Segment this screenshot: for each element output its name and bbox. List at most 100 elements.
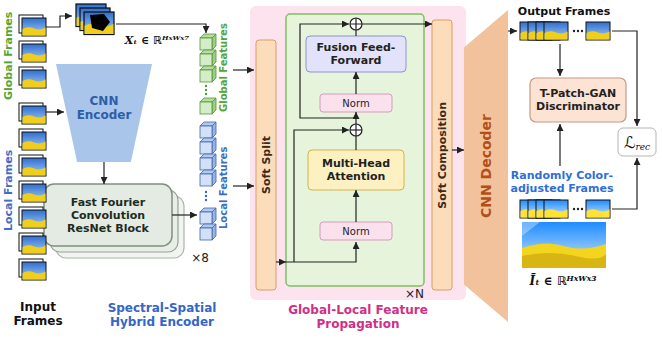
feature-cube [200,122,216,138]
ellipsis-dot [205,85,207,87]
node-label: Fusion Feed-Forward [309,41,403,67]
frame-icon [586,22,610,40]
section-label: Input Frames [8,298,68,330]
dashed-corner [522,222,540,236]
loss-box-fill [618,128,656,156]
frame-icon [544,22,568,40]
output-frames [520,22,610,40]
feature-label: Local Features [216,126,231,250]
flow-arrow [559,124,560,166]
ellipsis-dot [205,199,207,201]
node-label: ℒ [624,133,636,152]
frame-icon [19,103,46,124]
node-label: Soft Composition [436,102,449,209]
encoder-trapezoid-fill [56,64,152,162]
frame-icon [19,67,46,88]
flow-arrow [559,44,560,76]
flow-arrow [233,69,254,70]
local-feature-stack [200,122,216,240]
flow-line [362,23,424,24]
color-adjusted-frames [520,200,610,218]
repeat-count: ×8 [188,250,212,266]
frame-icon [84,12,114,35]
transformer-block: Fusion Feed-ForwardNormMulti-Head Attent… [286,14,424,286]
ellipsis-dot [205,89,207,91]
flow-arrow [508,30,517,31]
ellipsis-dot [581,30,583,32]
flow-arrow [46,111,64,112]
local-frames [19,103,46,280]
flow-connector [276,261,286,262]
feature-label: Global Features [216,22,231,114]
decoder-trapezoid: CNN Decoder [464,10,508,322]
fft-resnet-block: Fast Fourier Convolution ResNet Block [44,184,172,246]
flow-arrow [46,16,72,27]
soft-split-bar: Soft Split [256,40,276,290]
feature-cube [200,154,216,170]
node-heading: Global-Local Feature Propagation [278,303,438,331]
flower-field [522,253,606,268]
flow-connector [355,72,356,94]
ellipsis-dot [573,208,575,210]
section-label: Output Frames [514,3,614,19]
fft-resnet-block-fill [44,184,172,246]
attention-box-fill [308,150,404,190]
frame-icon [544,200,568,218]
flow-arrow [233,185,254,186]
frame-icon [19,129,46,150]
sky [522,222,606,268]
frame-icon [19,233,46,254]
discriminator-box-fill [530,78,626,122]
feature-cube [200,208,216,224]
norm-box: Norm [320,222,392,240]
ellipsis-dot [581,208,583,210]
feature-cube [200,98,216,114]
norm-box: Norm [320,94,392,112]
flow-connector [355,112,356,150]
attention-box: Multi-Head Attention [308,150,404,190]
ellipsis-dot [205,195,207,197]
flow-connector [452,149,464,150]
mask-shape [90,14,110,31]
transformer-block-fill [286,14,424,286]
add-symbol [350,18,362,30]
node-label: CNN Decoder [478,114,494,218]
loss-box: ℒrec [618,128,656,156]
flow-line [355,30,356,36]
flow-arrow [116,24,206,33]
ellipsis-dot [573,30,575,32]
feature-cube [200,50,216,66]
ellipsis-dot [577,208,579,210]
node-label: Norm [342,98,369,109]
group-label: Local Frames [1,130,16,250]
feature-cube [200,66,216,82]
masked-input-thumbnail [76,4,114,35]
math-label: Xₜ ∈ ℝᴴˣᵂˣ⁷ [116,32,198,48]
node-label: CNN Encoder [72,94,136,122]
frame-icon [19,207,46,228]
decoder-trapezoid-fill [464,10,508,322]
node-label: Fast Fourier Convolution ResNet Block [49,196,167,235]
frame-icon [19,155,46,176]
flow-connector [424,23,432,24]
soft-split-bar-fill [256,40,276,290]
frame-icon [19,41,46,62]
global-feature-stack [200,34,216,114]
node-label: Soft Split [260,136,273,194]
encoder-trapezoid: CNN Encoder [56,64,152,162]
flower-field [522,243,606,268]
flow-connector [103,162,104,184]
node-heading: ×N [405,287,424,301]
ellipsis-dot [205,191,207,193]
node-label: T-Patch-GAN Discriminator [533,87,623,113]
feature-cube [200,224,216,240]
soft-composition-bar: Soft Composition [432,20,452,290]
group-label: Global Frames [1,10,16,102]
ellipsis-dot [205,93,207,95]
discriminator-box: T-Patch-GAN Discriminator [530,78,626,122]
ellipsis-dot [577,30,579,32]
norm-box-fill [320,94,392,112]
feature-cube [200,34,216,50]
frame-icon [19,181,46,202]
flow-arrow [172,214,197,215]
